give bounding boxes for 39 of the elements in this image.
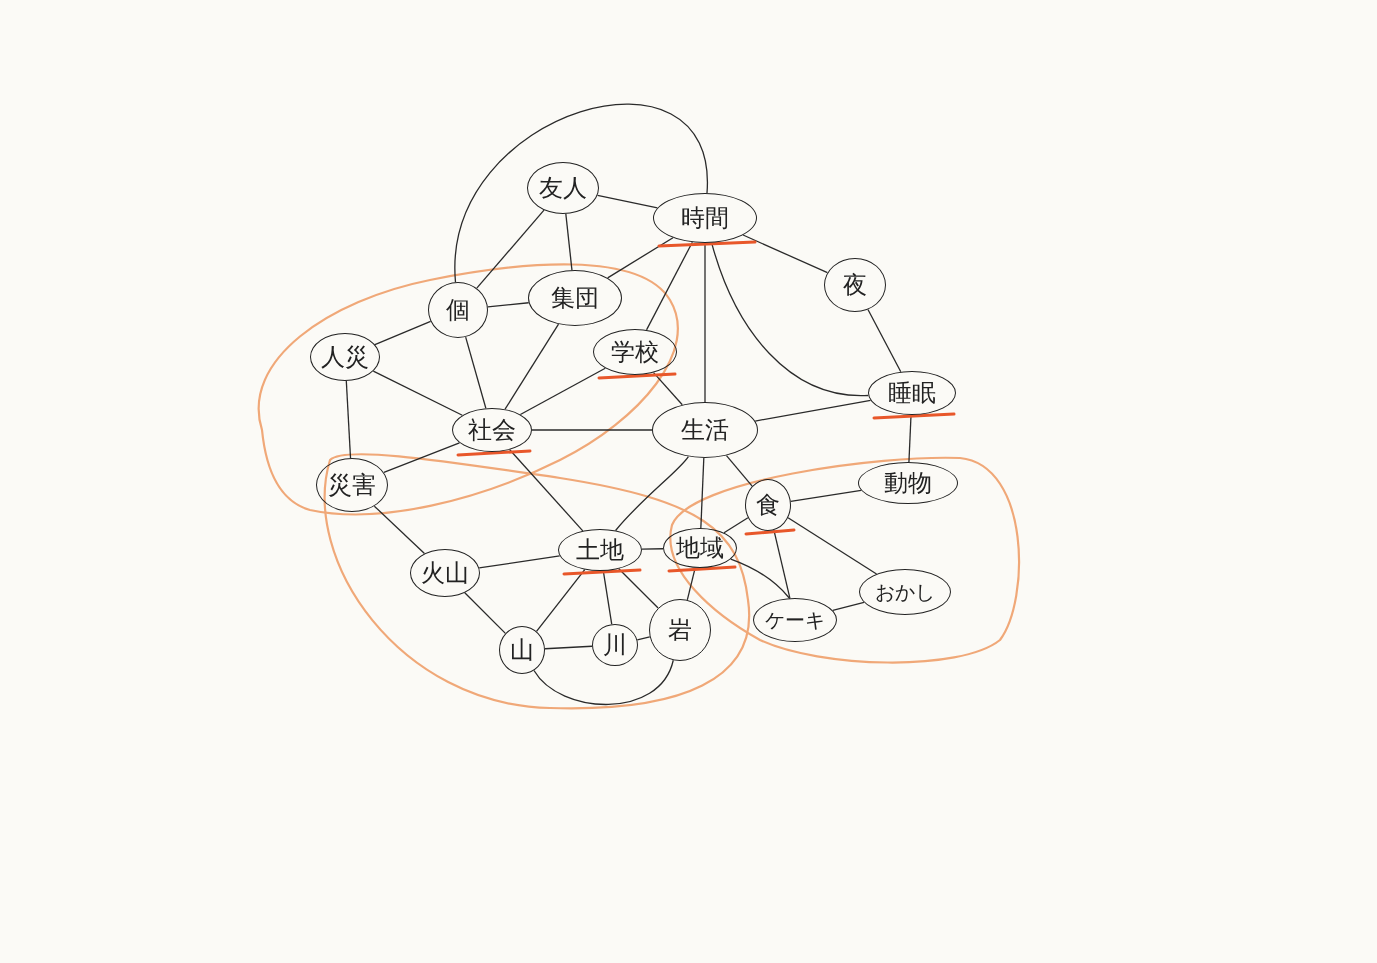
connector-line xyxy=(652,372,683,406)
connector-line xyxy=(531,429,653,431)
connector-line xyxy=(645,241,693,331)
connector-line xyxy=(867,308,902,373)
connector-line xyxy=(754,399,872,422)
connector-line xyxy=(636,636,651,641)
connector-line xyxy=(476,209,545,289)
connector-line xyxy=(487,302,530,308)
connector-line xyxy=(533,659,674,706)
connector-line xyxy=(509,449,584,532)
connector-line xyxy=(832,601,865,612)
connector-line xyxy=(504,323,560,410)
connector-line xyxy=(383,442,461,474)
connector-line xyxy=(454,104,708,283)
connector-line xyxy=(374,320,432,346)
connector-line xyxy=(373,505,426,555)
connector-line xyxy=(711,242,869,397)
connector-line xyxy=(372,370,463,416)
connector-line xyxy=(607,237,674,279)
connector-line xyxy=(641,548,664,550)
connector-line xyxy=(725,454,753,487)
connector-line xyxy=(700,457,705,529)
connector-line xyxy=(465,336,487,409)
connector-line xyxy=(790,489,862,503)
connector-line xyxy=(723,517,749,534)
connector-line xyxy=(787,517,878,575)
connector-line xyxy=(596,194,659,209)
connector-line xyxy=(345,380,352,459)
connector-line xyxy=(519,367,606,416)
connector-line xyxy=(730,558,791,599)
connector-line xyxy=(535,568,586,633)
connector-line xyxy=(565,213,573,271)
connector-line xyxy=(544,645,593,650)
connector-line xyxy=(618,568,659,609)
connector-line xyxy=(478,555,561,569)
connector-line xyxy=(742,234,829,274)
connector-line xyxy=(602,570,613,625)
connector-line xyxy=(614,455,690,532)
connector-line xyxy=(464,592,507,635)
